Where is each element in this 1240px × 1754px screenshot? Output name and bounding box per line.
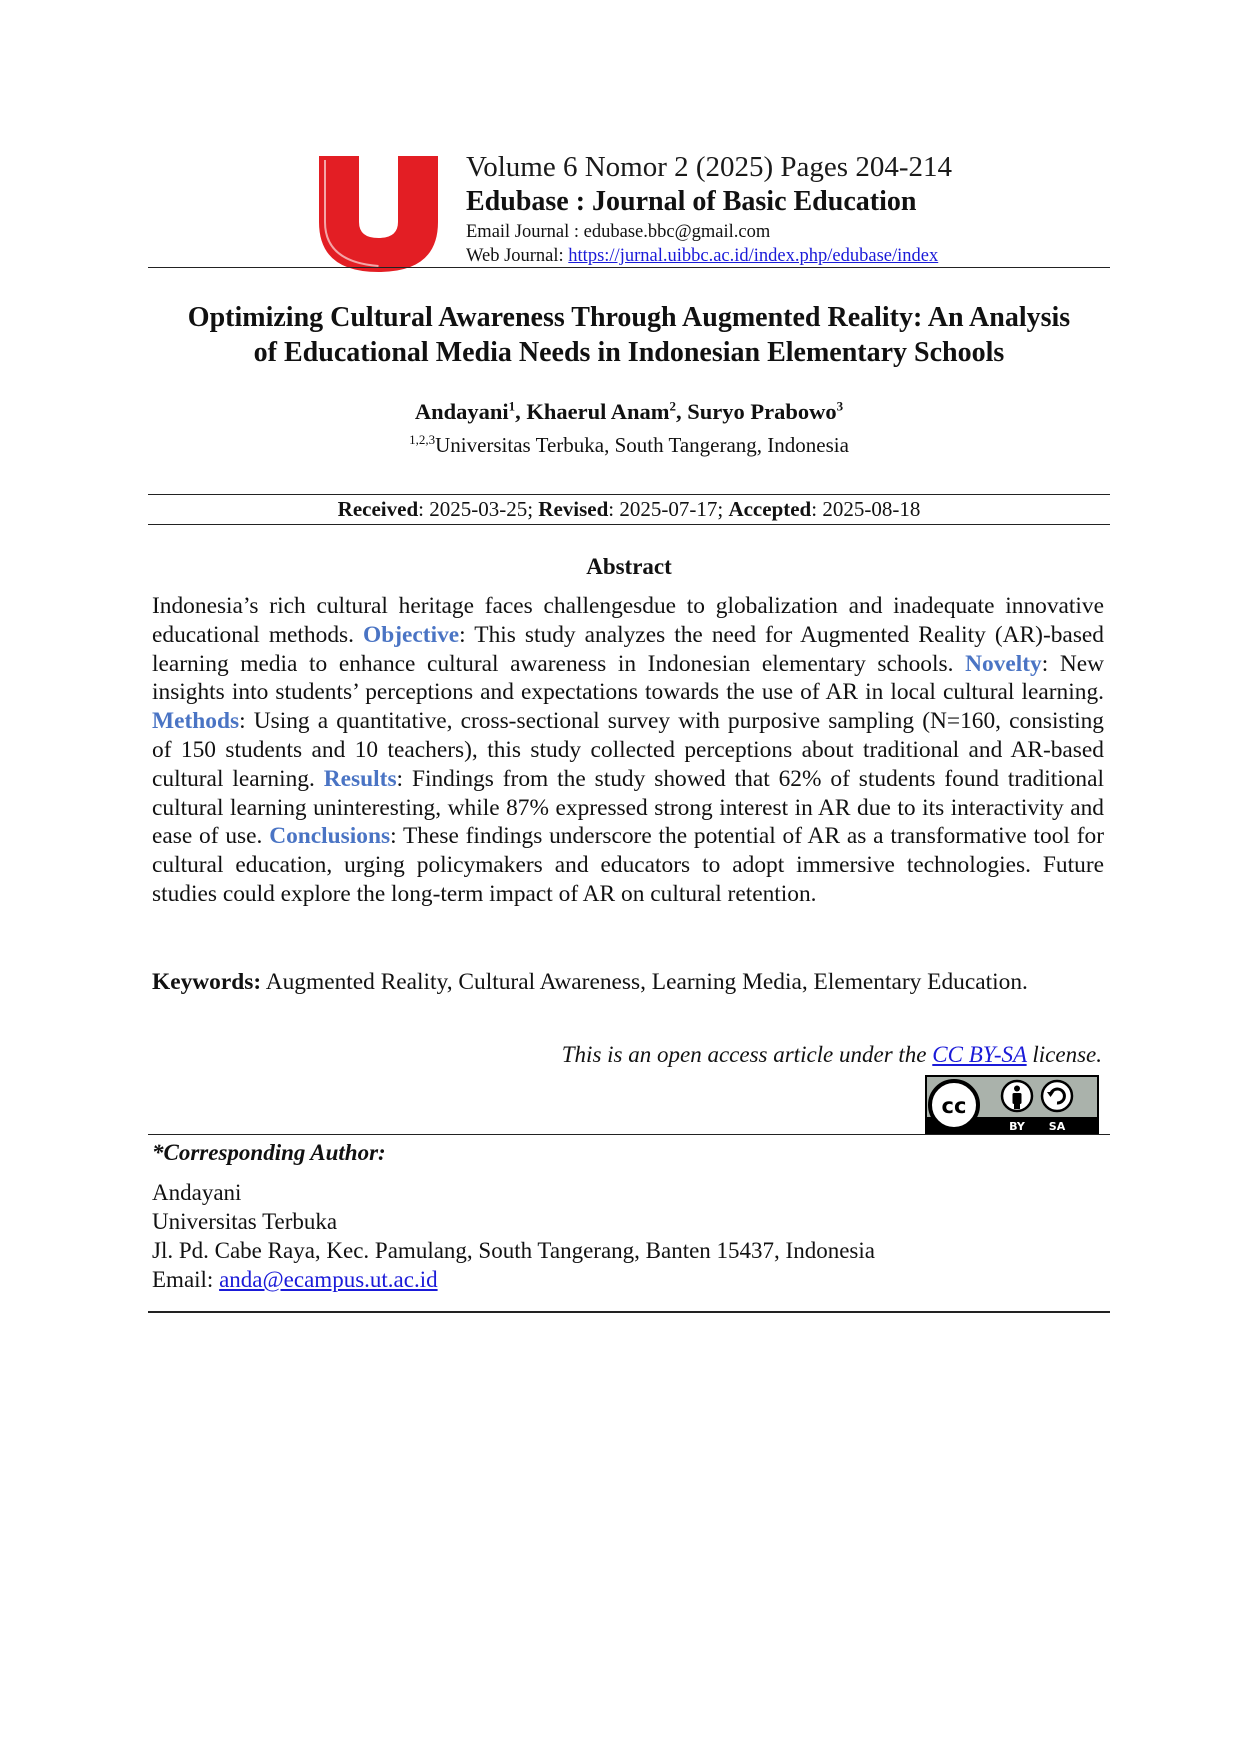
corresponding-name: Andayani [152, 1180, 242, 1205]
cc-badge-icon: cc BY SA [925, 1075, 1099, 1135]
dates-top-rule [148, 494, 1110, 495]
volume-line: Volume 6 Nomor 2 (2025) Pages 204-214 [466, 151, 952, 183]
journal-email-label: Email Journal : [466, 222, 584, 242]
novelty-text: : New insights into students’ perception… [152, 650, 1104, 706]
cc-by-sa-badge[interactable]: cc BY SA [925, 1075, 1099, 1135]
corresponding-email-label: Email: [152, 1267, 220, 1292]
novelty-label: Novelty [965, 650, 1042, 677]
journal-email-line: Email Journal : edubase.bbc@gmail.com [466, 220, 1126, 244]
keywords-text: Augmented Reality, Cultural Awareness, L… [261, 969, 1028, 995]
author-sup: 1 [508, 398, 516, 414]
header-rule [148, 267, 1110, 268]
author-list: Andayani1, Khaerul Anam2, Suryo Prabowo3 [414, 398, 844, 424]
revised-label: Revised [538, 497, 609, 521]
corresponding-email-link[interactable]: anda@ecampus.ut.ac.id [219, 1267, 438, 1292]
article-title: Optimizing Cultural Awareness Through Au… [148, 300, 1110, 370]
affiliation: 1,2,3Universitas Terbuka, South Tangeran… [148, 432, 1110, 458]
abstract-intro: Indonesia’s rich cultural heritage faces… [152, 593, 1104, 648]
received-date: : 2025-03-25; [418, 497, 539, 521]
objective-label: Objective [363, 621, 460, 648]
license-statement: This is an open access article under the… [562, 1040, 1102, 1069]
revised-date: : 2025-07-17; [608, 497, 729, 521]
journal-web-link[interactable]: https://jurnal.uibbc.ac.id/index.php/edu… [568, 246, 939, 266]
affiliation-sup: 1,2,3 [409, 432, 436, 447]
license-rule [148, 1134, 1110, 1135]
accepted-date: : 2025-08-18 [811, 497, 921, 521]
corresponding-details: Andayani Universitas Terbuka Jl. Pd. Cab… [152, 1178, 875, 1294]
journal-web-line: Web Journal: https://jurnal.uibbc.ac.id/… [466, 244, 1126, 268]
badge-by-text: BY [1009, 1120, 1026, 1133]
journal-email: edubase.bbc@gmail.com [583, 222, 771, 242]
journal-header: Volume 6 Nomor 2 (2025) Pages 204-214 Ed… [466, 150, 1126, 268]
conclusions-text: : These findings underscore the potentia… [152, 823, 1104, 907]
conclusions-label: Conclusions [269, 823, 391, 850]
article-dates: Received: 2025-03-25; Revised: 2025-07-1… [148, 496, 1110, 523]
license-suffix: license. [1026, 1042, 1102, 1067]
badge-sa-text: SA [1049, 1120, 1066, 1133]
objective-text: : This study analyzes the need for Augme… [152, 621, 1104, 677]
footer-rule [148, 1311, 1110, 1313]
journal-name: Edubase : Journal of Basic Education [466, 186, 917, 217]
affiliation-text: Universitas Terbuka, South Tangerang, In… [435, 433, 849, 457]
results-label: Results [323, 765, 397, 792]
corresponding-email-line: Email: anda@ecampus.ut.ac.id [152, 1265, 875, 1294]
svg-text:cc: cc [942, 1094, 967, 1118]
corresponding-heading: *Corresponding Author: [152, 1140, 386, 1165]
title-line-1: Optimizing Cultural Awareness Through Au… [187, 302, 1071, 333]
license-prefix: This is an open access article under the [561, 1042, 933, 1067]
author-sup: 3 [836, 398, 844, 414]
received-label: Received [337, 497, 419, 521]
keywords-label: Keywords: [152, 969, 262, 995]
keywords: Keywords: Augmented Reality, Cultural Aw… [152, 968, 1112, 997]
accepted-label: Accepted [728, 497, 812, 521]
author-name: Khaerul Anam [526, 399, 670, 424]
journal-web-label: Web Journal: [466, 246, 569, 266]
author-name: Andayani [414, 399, 509, 424]
author-name: Suryo Prabowo [687, 399, 837, 424]
author-sup: 2 [669, 398, 677, 414]
results-text: : Findings from the study showed that 62… [152, 765, 1105, 850]
corresponding-institution: Universitas Terbuka [152, 1209, 338, 1234]
methods-label: Methods [152, 708, 240, 735]
title-line-2: of Educational Media Needs in Indonesian… [253, 337, 1005, 368]
license-link[interactable]: CC BY-SA [932, 1042, 1027, 1067]
journal-logo [319, 156, 438, 272]
methods-text: : Using a quantitative, cross-sectional … [152, 708, 1104, 792]
dates-bottom-rule [148, 524, 1110, 525]
abstract-heading: Abstract [586, 554, 672, 579]
abstract-body: Indonesia’s rich cultural heritage faces… [152, 592, 1104, 909]
logo-icon [319, 156, 438, 272]
corresponding-address: Jl. Pd. Cabe Raya, Kec. Pamulang, South … [152, 1238, 875, 1263]
